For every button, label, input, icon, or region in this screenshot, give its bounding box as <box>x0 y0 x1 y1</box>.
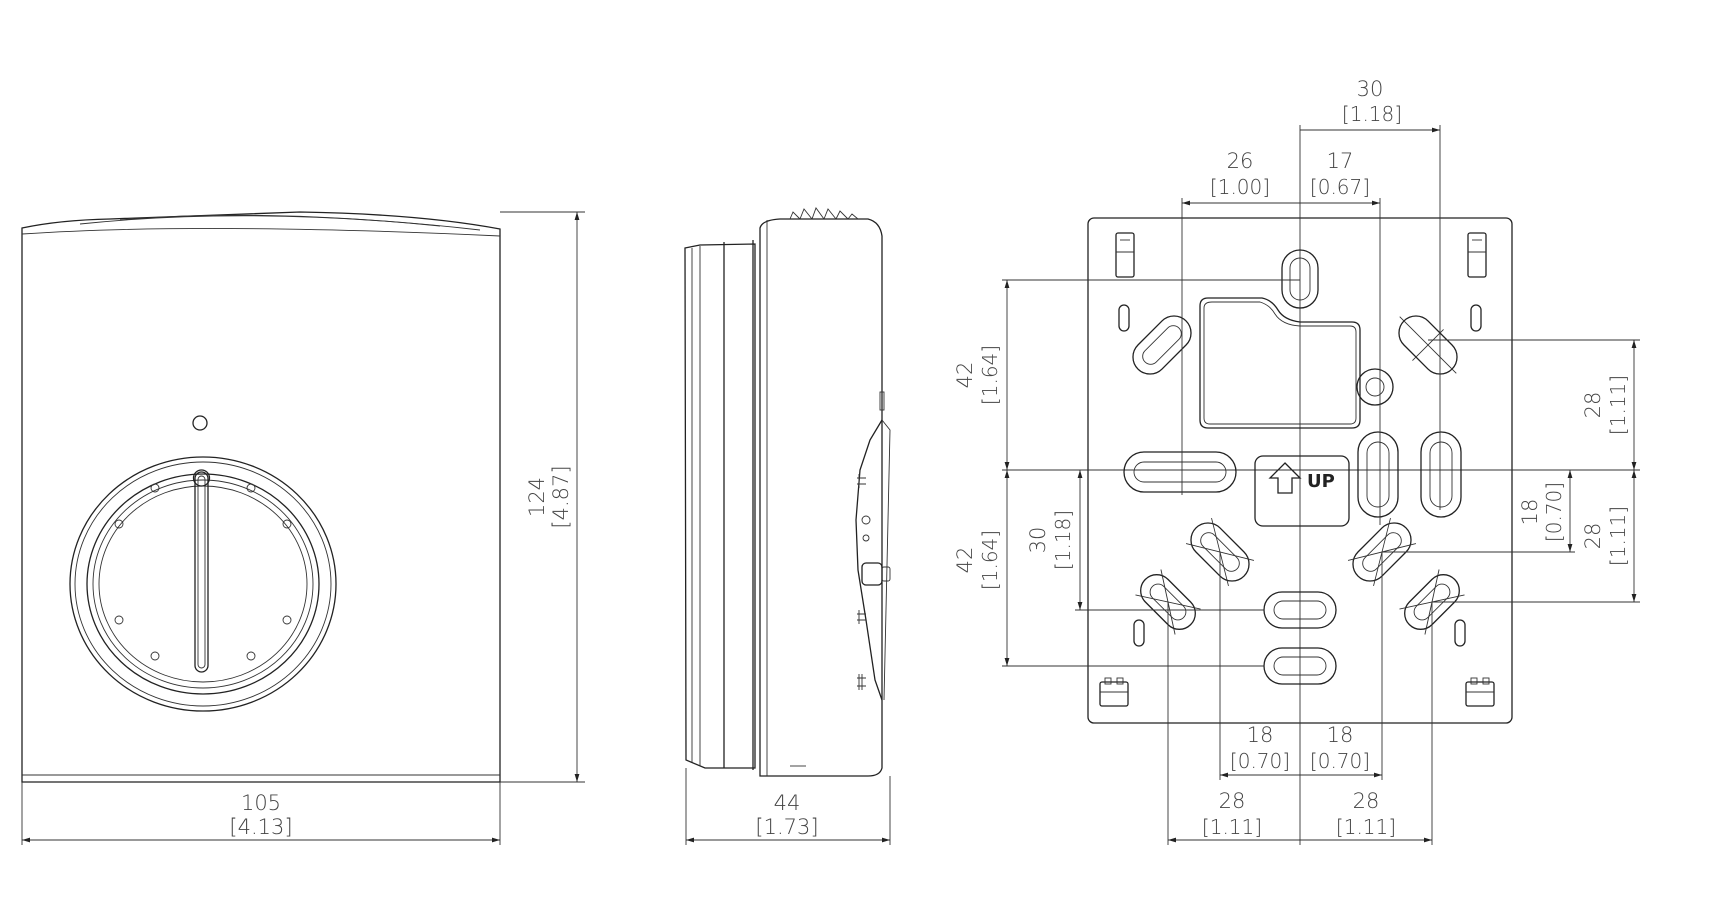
front-height-mm: 124 <box>525 477 549 517</box>
dim-28a-mm: 28 <box>1581 392 1605 419</box>
dial-outer-ring <box>69 456 337 712</box>
dim-18b-bottom-in: [0.70] <box>1310 749 1370 773</box>
front-body-outline <box>21 211 501 783</box>
side-top-ribs <box>789 207 859 220</box>
dim-28b-bottom-mm: 28 <box>1353 789 1380 813</box>
dim-18a-bottom-mm: 18 <box>1247 723 1274 747</box>
side-view: 44 [1.73] <box>684 207 891 845</box>
diagonal-slot-lower-right <box>1347 517 1417 587</box>
front-width-mm: 105 <box>241 791 281 815</box>
small-slot <box>1470 304 1482 332</box>
dim-18-right-in: [0.70] <box>1542 482 1566 542</box>
side-depth-mm: 44 <box>774 791 801 815</box>
dim-28a-bottom-in: [1.11] <box>1202 815 1262 839</box>
side-knob-profile <box>855 419 883 701</box>
horizontal-slot-left <box>1123 451 1237 493</box>
front-view: 105 [4.13] 124 [4.87] <box>21 211 585 845</box>
small-slot <box>1118 304 1130 332</box>
dim-28a-in: [1.11] <box>1606 375 1630 435</box>
top-right-clip-icon <box>1467 232 1487 278</box>
front-width-in: [4.13] <box>229 815 292 839</box>
dim-42a-in: [1.64] <box>978 345 1002 405</box>
front-height-in: [4.87] <box>549 465 573 528</box>
up-direction-label: UP <box>1254 455 1350 527</box>
small-slot <box>1454 619 1466 647</box>
side-knob-button <box>861 562 883 586</box>
dial-scale-dots <box>114 483 292 661</box>
dim-42b-mm: 42 <box>953 547 977 574</box>
side-base-outline <box>684 243 756 769</box>
diagonal-slot-upper-right <box>1398 315 1458 375</box>
dim-18b-bottom-mm: 18 <box>1327 723 1354 747</box>
dim-28b-mm: 28 <box>1581 523 1605 550</box>
mounting-hole-round <box>1356 368 1394 406</box>
vertical-slot-right-a <box>1357 431 1399 518</box>
dim-28b-in: [1.11] <box>1606 506 1630 566</box>
dim-30-left-mm: 30 <box>1026 527 1050 554</box>
bottom-left-clip-icon <box>1099 677 1129 707</box>
side-depth-in: [1.73] <box>755 815 818 839</box>
up-arrow-icon <box>1268 462 1302 494</box>
small-slot <box>1133 619 1145 647</box>
dim-17-mm: 17 <box>1327 149 1354 173</box>
vertical-slot-right-b <box>1420 431 1462 518</box>
dial-pointer-icon <box>192 469 211 673</box>
bottom-right-clip-icon <box>1465 677 1495 707</box>
dim-28b-bottom-in: [1.11] <box>1336 815 1396 839</box>
diagonal-slot-upper-left <box>1132 315 1192 375</box>
dim-42b-in: [1.64] <box>978 530 1002 590</box>
dim-28a-bottom-mm: 28 <box>1219 789 1246 813</box>
dim-30-top-in: [1.18] <box>1342 102 1402 126</box>
svg-text:UP: UP <box>1307 471 1335 492</box>
central-recess <box>1199 297 1361 429</box>
dim-26-mm: 26 <box>1227 149 1254 173</box>
back-plate-view: UP <box>953 77 1640 845</box>
dim-26-in: [1.00] <box>1210 175 1270 199</box>
setpoint-indicator-icon <box>192 415 208 431</box>
dim-42a-mm: 42 <box>953 362 977 389</box>
dial-inner-ring <box>86 473 320 695</box>
top-left-clip-icon <box>1115 232 1135 278</box>
dim-30-left-in: [1.18] <box>1051 510 1075 570</box>
dim-18-right-mm: 18 <box>1518 499 1542 526</box>
front-top-rim <box>21 228 501 237</box>
dim-30-top-mm: 30 <box>1357 77 1384 101</box>
dim-17-in: [0.67] <box>1310 175 1370 199</box>
dim-18a-bottom-in: [0.70] <box>1230 749 1290 773</box>
side-cover-outline <box>759 218 883 777</box>
mounting-slot-top <box>1281 249 1319 309</box>
